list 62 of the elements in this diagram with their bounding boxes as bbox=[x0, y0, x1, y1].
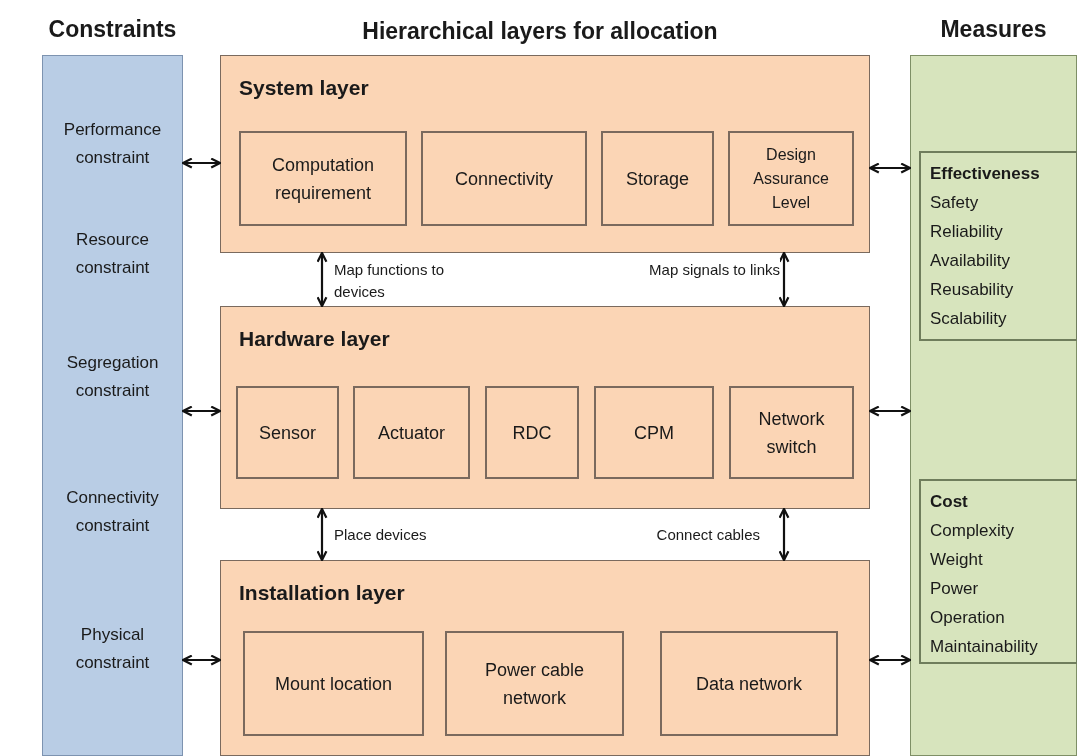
layer-box bbox=[220, 55, 870, 253]
measure-label: Reusability bbox=[930, 279, 1014, 301]
measure-group-box bbox=[919, 479, 1077, 664]
component-label: Design Assurance Level bbox=[752, 144, 830, 213]
double-arrow bbox=[868, 162, 912, 174]
component-label: Power cable network bbox=[483, 658, 586, 710]
constraint-label: Resource constraint bbox=[74, 229, 151, 279]
column-heading: Constraints bbox=[47, 15, 178, 44]
component-label: CPM bbox=[634, 421, 674, 445]
double-arrow bbox=[778, 507, 790, 562]
constraint-label: Performance constraint bbox=[62, 119, 163, 169]
component-box bbox=[445, 631, 624, 736]
component-box bbox=[594, 386, 714, 479]
constraint-label: Physical constraint bbox=[74, 624, 151, 674]
layer-title: Installation layer bbox=[239, 580, 405, 606]
measure-label: Weight bbox=[930, 549, 983, 571]
component-box bbox=[728, 131, 854, 226]
component-label: Computation requirement bbox=[270, 153, 376, 205]
measure-label: Maintainability bbox=[930, 636, 1038, 658]
constraint-label: Connectivity constraint bbox=[65, 487, 160, 537]
layer-title: System layer bbox=[239, 75, 369, 101]
component-box bbox=[660, 631, 838, 736]
double-arrow bbox=[778, 251, 790, 308]
component-box bbox=[243, 631, 424, 736]
component-label: Data network bbox=[695, 672, 803, 696]
layer-box bbox=[220, 306, 870, 509]
measure-label: Power bbox=[930, 578, 979, 600]
component-box bbox=[236, 386, 339, 479]
constraint-label: Segregation constraint bbox=[65, 352, 160, 402]
measure-label: Complexity bbox=[930, 520, 1015, 542]
component-box bbox=[485, 386, 579, 479]
double-arrow bbox=[868, 654, 912, 666]
group-heading: Effectiveness bbox=[930, 163, 1040, 185]
component-label: Sensor bbox=[258, 421, 316, 445]
measure-label: Scalability bbox=[930, 308, 1007, 330]
column-heading: Measures bbox=[939, 15, 1048, 44]
component-label: Connectivity bbox=[454, 167, 553, 191]
double-arrow bbox=[181, 654, 222, 666]
layer-box bbox=[220, 560, 870, 756]
component-label: RDC bbox=[512, 421, 552, 445]
component-box bbox=[729, 386, 854, 479]
measure-label: Availability bbox=[930, 250, 1010, 272]
diagram-title: Hierarchical layers for allocation bbox=[361, 17, 719, 46]
component-label: Storage bbox=[625, 167, 689, 191]
component-box bbox=[601, 131, 714, 226]
double-arrow bbox=[181, 157, 222, 169]
double-arrow bbox=[316, 507, 328, 562]
group-heading: Cost bbox=[930, 491, 968, 513]
component-box bbox=[353, 386, 470, 479]
measure-label: Operation bbox=[930, 607, 1005, 629]
component-box bbox=[421, 131, 587, 226]
component-label: Network switch bbox=[757, 407, 826, 459]
double-arrow bbox=[181, 405, 222, 417]
measure-label: Safety bbox=[930, 192, 979, 214]
measure-group-box bbox=[919, 151, 1077, 341]
component-label: Mount location bbox=[274, 672, 393, 696]
component-label: Actuator bbox=[377, 421, 445, 445]
double-arrow bbox=[868, 405, 912, 417]
double-arrow bbox=[316, 251, 328, 308]
measure-label: Reliability bbox=[930, 221, 1003, 243]
component-box bbox=[239, 131, 407, 226]
layer-title: Hardware layer bbox=[239, 326, 390, 352]
